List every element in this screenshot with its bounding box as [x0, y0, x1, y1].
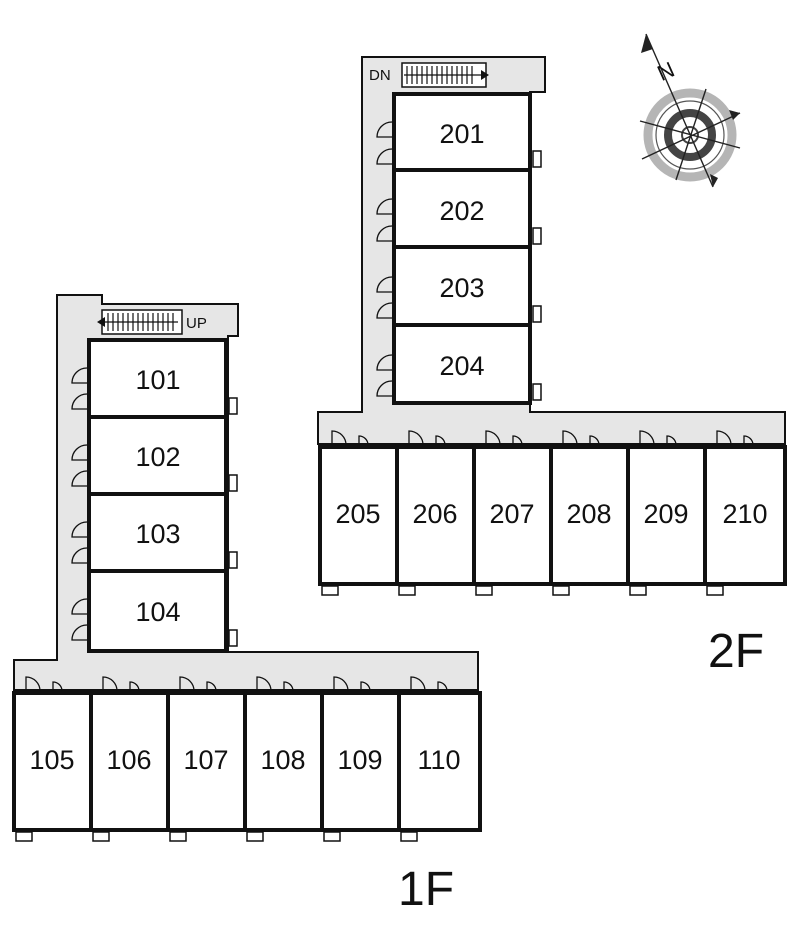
unit-207[interactable]: 207 [472, 445, 553, 586]
unit-number: 207 [489, 499, 534, 529]
unit-number: 109 [337, 745, 382, 775]
unit-number: 104 [135, 597, 180, 627]
unit-number: 203 [439, 273, 484, 303]
unit-number: 209 [643, 499, 688, 529]
unit-number: 206 [412, 499, 457, 529]
unit-106[interactable]: 106 [89, 691, 170, 832]
outlet-marks-2f [321, 585, 724, 596]
unit-number: 210 [722, 499, 767, 529]
floor-label-2f: 2F [708, 625, 764, 678]
unit-number: 205 [335, 499, 380, 529]
unit-204[interactable]: 204 [392, 323, 532, 405]
unit-number: 208 [566, 499, 611, 529]
arrow-left-icon [97, 317, 105, 327]
unit-206[interactable]: 206 [395, 445, 476, 586]
unit-number: 204 [439, 351, 484, 381]
unit-number: 108 [260, 745, 305, 775]
stair-2f: DN [369, 62, 489, 88]
unit-203[interactable]: 203 [392, 245, 532, 327]
stair-label-1f: UP [186, 315, 207, 332]
unit-102[interactable]: 102 [87, 415, 228, 496]
unit-201[interactable]: 201 [392, 92, 532, 172]
arrow-right-icon [481, 70, 489, 80]
unit-210[interactable]: 210 [703, 445, 787, 586]
units-1f-vertical: 101 102 103 104 [71, 338, 238, 653]
unit-109[interactable]: 109 [320, 691, 401, 832]
stair-label-2f: DN [369, 67, 391, 84]
compass-icon: N [639, 33, 741, 188]
units-2f-horizontal: 205 206 207 208 209 210 [318, 430, 787, 596]
floor-2: DN 201 202 [317, 56, 787, 678]
door-icons-1f-horizontal [25, 676, 448, 692]
unit-101[interactable]: 101 [87, 338, 228, 419]
unit-103[interactable]: 103 [87, 492, 228, 573]
unit-209[interactable]: 209 [626, 445, 707, 586]
unit-number: 103 [135, 519, 180, 549]
unit-107[interactable]: 107 [166, 691, 247, 832]
units-2f-vertical: 201 202 203 204 [376, 92, 542, 405]
unit-205[interactable]: 205 [318, 445, 399, 586]
unit-202[interactable]: 202 [392, 168, 532, 249]
door-icons-1f-vertical [71, 367, 88, 641]
balcony-marks-2f-vertical [532, 150, 542, 401]
unit-number: 202 [439, 196, 484, 226]
unit-number: 107 [183, 745, 228, 775]
outlet-marks-1f [15, 831, 418, 842]
unit-number: 101 [135, 365, 180, 395]
north-label: N [654, 57, 679, 86]
unit-number: 106 [106, 745, 151, 775]
unit-number: 110 [417, 745, 460, 775]
balcony-marks-1f-vertical [228, 397, 238, 647]
unit-105[interactable]: 105 [12, 691, 93, 832]
units-1f-horizontal: 105 106 107 108 109 110 [12, 676, 482, 842]
unit-number: 105 [29, 745, 74, 775]
unit-208[interactable]: 208 [549, 445, 630, 586]
unit-110[interactable]: 110 [397, 691, 482, 832]
floor-label-1f: 1F [398, 863, 454, 916]
floor-1: UP 101 102 103 104 [12, 294, 482, 916]
unit-104[interactable]: 104 [87, 569, 228, 653]
stair-1f: UP [97, 309, 207, 335]
unit-number: 102 [135, 442, 180, 472]
unit-108[interactable]: 108 [243, 691, 324, 832]
door-icons-2f-vertical [376, 121, 393, 397]
unit-number: 201 [439, 119, 484, 149]
corridor-2f [317, 56, 786, 445]
door-icons-2f-horizontal [331, 430, 754, 446]
